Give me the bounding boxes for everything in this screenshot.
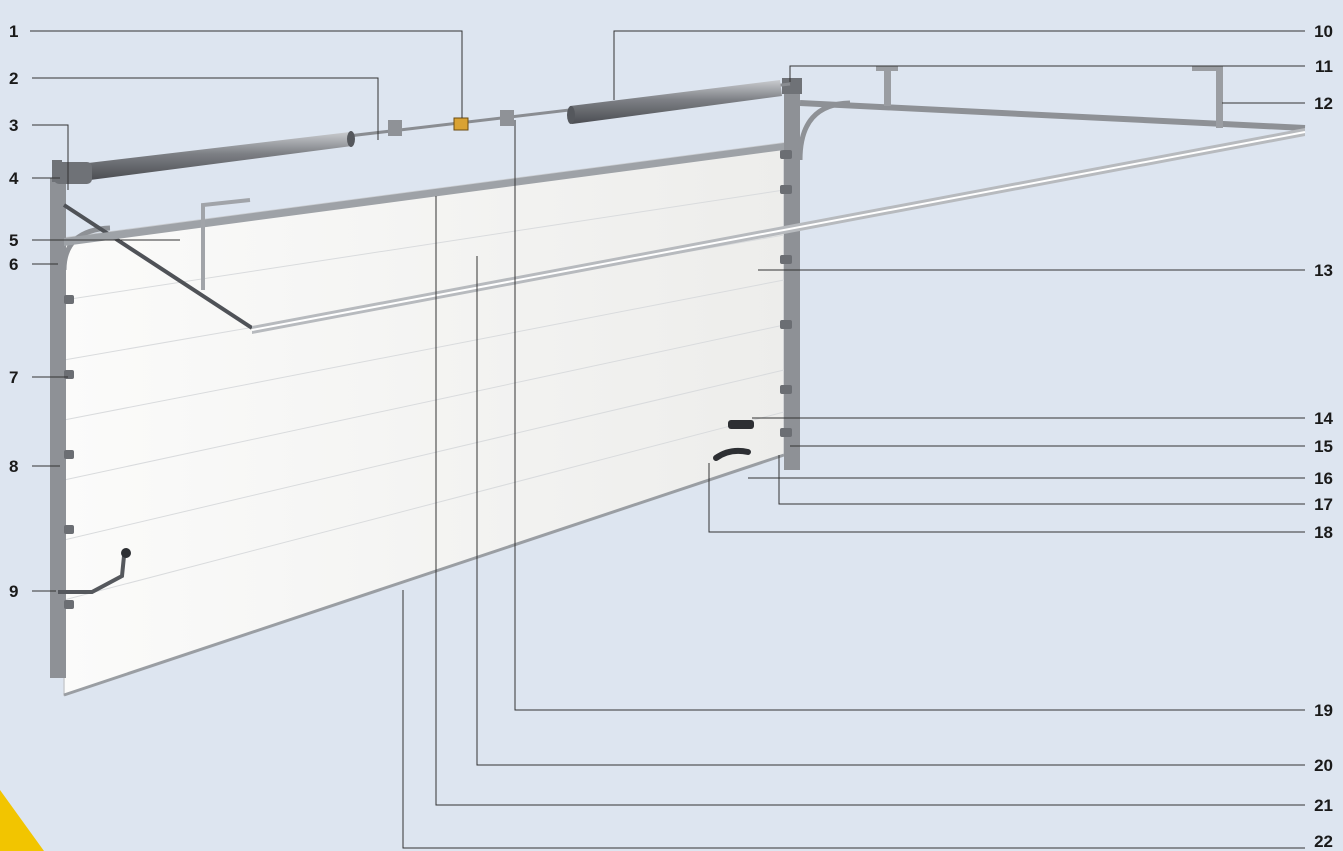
right-frame bbox=[782, 78, 851, 470]
callout-11: 11 bbox=[1315, 57, 1333, 76]
callout-12: 12 bbox=[1314, 94, 1333, 113]
callout-21: 21 bbox=[1314, 796, 1333, 815]
callout-19: 19 bbox=[1314, 701, 1333, 720]
callout-15: 15 bbox=[1314, 437, 1333, 456]
callout-9: 9 bbox=[9, 582, 19, 601]
callout-14: 14 bbox=[1314, 409, 1333, 428]
callout-6: 6 bbox=[9, 255, 19, 274]
right-rollers bbox=[780, 150, 792, 437]
hardware bbox=[58, 198, 754, 594]
torsion-assembly bbox=[54, 80, 791, 184]
leader-lines bbox=[30, 30, 1305, 849]
shaft-couplings bbox=[388, 110, 514, 136]
center-coupling bbox=[453, 117, 469, 131]
callout-5: 5 bbox=[9, 231, 19, 250]
lock-handle bbox=[728, 420, 754, 429]
callout-1: 1 bbox=[9, 22, 19, 41]
corner-accent bbox=[0, 790, 44, 851]
bottom-seal bbox=[63, 453, 785, 697]
left-spring bbox=[54, 131, 355, 184]
callout-8: 8 bbox=[9, 457, 19, 476]
callout-2: 2 bbox=[9, 69, 19, 88]
crank-handle bbox=[58, 555, 126, 594]
pull-handle bbox=[713, 447, 751, 461]
callout-17: 17 bbox=[1314, 495, 1333, 514]
ceiling-hangers bbox=[876, 66, 1223, 128]
right-spring bbox=[567, 80, 782, 124]
callout-20: 20 bbox=[1314, 756, 1333, 775]
callout-22: 22 bbox=[1314, 832, 1333, 851]
left-rollers bbox=[64, 295, 74, 609]
callout-7: 7 bbox=[9, 368, 19, 387]
callout-4: 4 bbox=[9, 169, 19, 188]
callout-16: 16 bbox=[1314, 469, 1333, 488]
callout-18: 18 bbox=[1314, 523, 1333, 542]
callout-13: 13 bbox=[1314, 261, 1333, 280]
callout-10: 10 bbox=[1314, 22, 1333, 41]
callout-3: 3 bbox=[9, 116, 19, 135]
